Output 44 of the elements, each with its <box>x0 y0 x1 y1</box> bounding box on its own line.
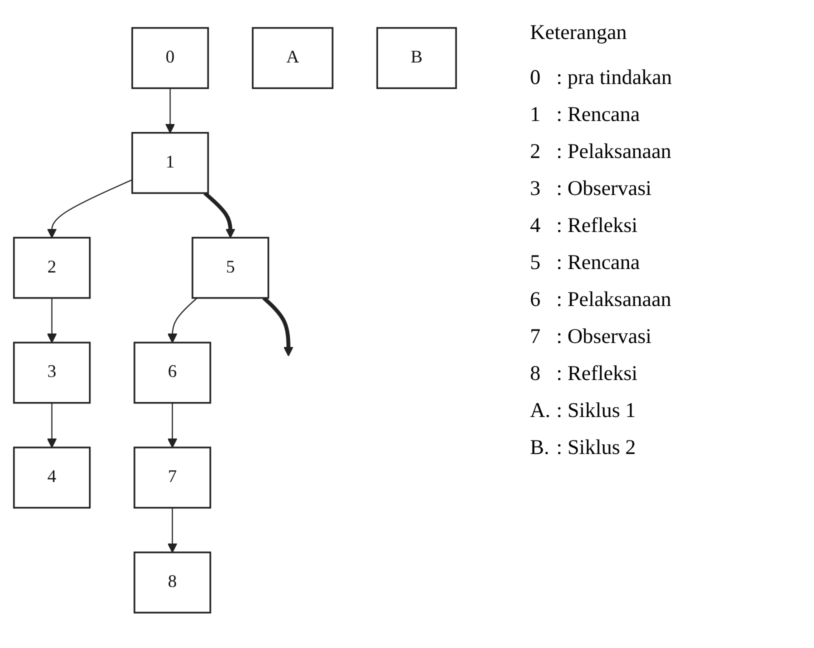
node-box <box>134 341 212 404</box>
arrow <box>46 178 132 238</box>
arrow <box>262 296 294 356</box>
node-box <box>13 236 91 299</box>
legend-key: 4 <box>530 207 556 244</box>
legend-heading: Keterangan <box>530 20 627 45</box>
arrow <box>167 507 178 553</box>
node-box <box>13 446 91 508</box>
legend-description: : Pelaksanaan <box>556 138 672 165</box>
legend-description: : Pelaksanaan <box>556 286 672 313</box>
legend-description: : pra tindakan <box>556 64 673 91</box>
legend-key: 1 <box>530 96 556 133</box>
legend-key: A. <box>530 392 556 429</box>
cycle-diagram: 4 0 3 A 1 2 8 5 7 B 6 <box>5 18 465 622</box>
node-box <box>134 551 212 614</box>
legend-key: 6 <box>530 281 556 318</box>
node-box <box>376 26 457 89</box>
legend-description: : Refleksi <box>556 212 638 239</box>
arrow <box>46 402 57 448</box>
legend-key: 5 <box>530 244 556 281</box>
arrow <box>165 88 176 133</box>
arrow <box>167 402 178 448</box>
arrow <box>46 298 57 343</box>
legend-key: B. <box>530 429 556 466</box>
legend-key: 3 <box>530 170 556 207</box>
arrow <box>167 297 198 343</box>
node-box <box>252 26 334 89</box>
legend-description: : Observasi <box>556 175 652 202</box>
legend-key: 8 <box>530 355 556 392</box>
legend-description: : Refleksi <box>556 360 638 387</box>
legend-key: 0 <box>530 59 556 96</box>
node-box <box>13 341 91 404</box>
legend-description: : Siklus 1 <box>556 397 637 424</box>
legend-description: : Observasi <box>556 323 652 350</box>
legend-key: 2 <box>530 133 556 170</box>
node-box <box>134 446 212 508</box>
node-box <box>131 132 209 194</box>
legend-description: : Rencana <box>556 249 641 276</box>
arrow <box>203 191 236 238</box>
legend-key: 7 <box>530 318 556 355</box>
legend-description: : Rencana <box>556 101 641 128</box>
node-box <box>192 236 270 299</box>
node-box <box>131 26 209 89</box>
legend-description: : Siklus 2 <box>556 434 637 461</box>
